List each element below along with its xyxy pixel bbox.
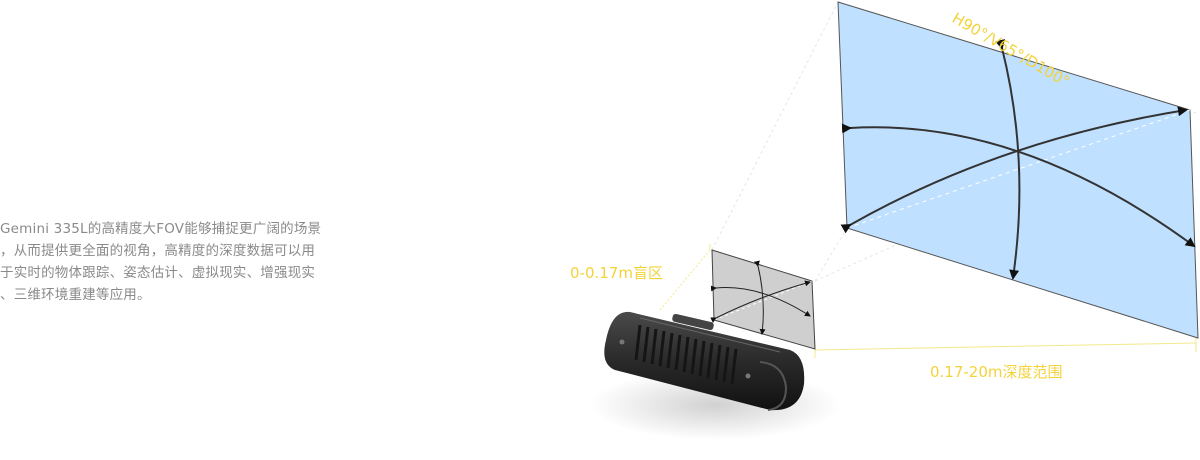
device-grill bbox=[634, 324, 738, 385]
product-description: Gemini 335L的高精度大FOV能够捕捉更广阔的场景 ，从而提供更全面的视… bbox=[0, 218, 380, 306]
description-line: 、三维环境重建等应用。 bbox=[0, 287, 151, 303]
description-line: Gemini 335L的高精度大FOV能够捕捉更广阔的场景 bbox=[0, 221, 322, 237]
description-line: 于实时的物体跟踪、姿态估计、虚拟现实、增强现实 bbox=[0, 265, 316, 281]
frustum-rays bbox=[711, 1, 1197, 282]
far-fov-plane bbox=[837, 1, 1199, 339]
depth-range-label: 0.17-20m深度范围 bbox=[930, 363, 1063, 381]
guide-lines bbox=[659, 244, 1197, 358]
camera-device bbox=[590, 311, 840, 440]
description-line: ，从而提供更全面的视角，高精度的深度数据可以用 bbox=[0, 243, 316, 259]
near-fov-plane bbox=[710, 249, 816, 350]
device-end-cap bbox=[759, 361, 788, 411]
near-plane-fill bbox=[711, 249, 816, 350]
blind-zone-label: 0-0.17m盲区 bbox=[570, 264, 663, 282]
vertical-fov-arrow bbox=[995, 39, 1021, 280]
